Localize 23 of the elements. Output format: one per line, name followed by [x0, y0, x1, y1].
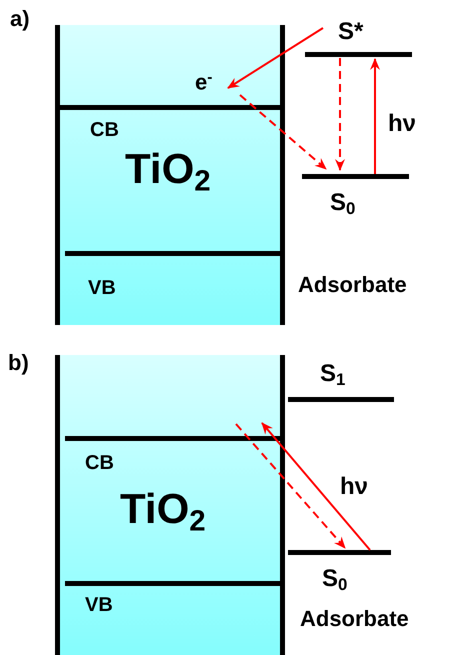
- electron-label: e$^{-}$: [195, 70, 212, 94]
- material-label: TiO$_{2}$: [120, 488, 206, 536]
- band-label: VB: [88, 278, 116, 298]
- dashed-arrow: [335, 58, 345, 171]
- dashed-arrow: [239, 94, 327, 170]
- band-label: CB: [85, 453, 114, 473]
- level-label: S$_{1}$: [320, 362, 346, 389]
- species-label: Adsorbate: [300, 608, 409, 630]
- level-label: S*: [338, 20, 364, 44]
- arrow: [370, 58, 380, 174]
- dashed-arrow: [235, 423, 346, 549]
- band-label: CB: [90, 120, 119, 140]
- level-label: S$_{0}$: [330, 191, 356, 218]
- band-label: VB: [85, 595, 113, 615]
- arrow: [261, 422, 371, 551]
- arrow: [227, 27, 324, 89]
- material-label: TiO$_{2}$: [125, 148, 211, 196]
- tio2-slab: [55, 25, 285, 325]
- species-label: Adsorbate: [298, 274, 407, 296]
- panel-label: b): [8, 352, 29, 374]
- panel-label: a): [10, 8, 30, 30]
- tio2-slab: [55, 355, 285, 655]
- level-label: S$_{0}$: [322, 567, 348, 594]
